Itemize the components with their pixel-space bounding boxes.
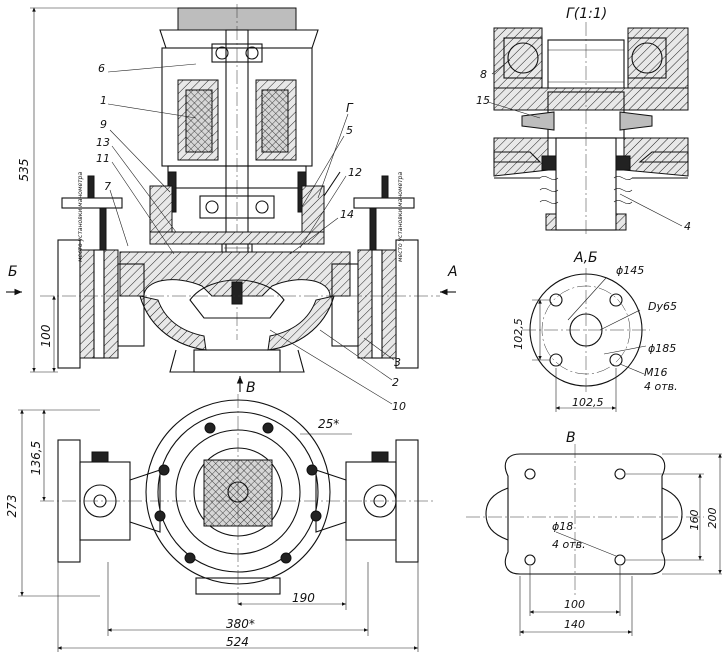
callout-7: 7 (104, 180, 111, 193)
dim-holes-ab: 4 отв. (644, 380, 678, 393)
view-arrow-v-label: В (246, 380, 256, 396)
base-view-v: В 160 200 100 140 ϕ18 4 отв. (466, 430, 722, 636)
view-arrow-b-label: Б (8, 264, 18, 280)
callout-2: 2 (392, 376, 399, 389)
callout-3: 3 (394, 356, 401, 369)
callout-13: 13 (96, 136, 110, 149)
dim-100-text: 100 (39, 324, 53, 347)
dim-102-5-h: 102,5 (572, 396, 604, 409)
callout-G: Г (346, 101, 354, 115)
front-section-view (40, 4, 440, 373)
dim-535-text: 535 (17, 159, 31, 182)
dim-102-5-v: 102,5 (512, 318, 525, 350)
gauge-label-right: место установки манометра (397, 172, 404, 262)
callout-1: 1 (100, 94, 107, 107)
dim-phi185: ϕ185 (648, 342, 676, 355)
plan-view (40, 394, 436, 604)
callout-4: 4 (684, 220, 691, 233)
dim-100-v-text: 100 (564, 598, 585, 611)
dim-200-text: 200 (706, 508, 719, 529)
callout-5: 5 (346, 124, 353, 137)
view-arrow-a: А (440, 264, 458, 296)
dim-273-text: 273 (5, 495, 19, 518)
gauge-label-left: место установки манометра (77, 172, 84, 262)
dim-holes-v: 4 отв. (552, 538, 586, 551)
section-ab-title: А,Б (573, 250, 598, 266)
dim-136-5-text: 136,5 (29, 441, 43, 475)
callout-8: 8 (480, 68, 487, 81)
dim-phi145: ϕ145 (616, 264, 644, 277)
dim-phi18: ϕ18 (552, 520, 573, 533)
callout-11: 11 (96, 152, 110, 165)
callouts: 6 1 9 13 11 7 5 Г 12 14 3 2 10 (96, 62, 406, 413)
dim-dy65: Dy65 (648, 300, 677, 313)
callout-14: 14 (340, 208, 354, 221)
section-g-detail: Г(1:1) 8 15 4 (476, 6, 691, 236)
dim-380-text: 380* (226, 617, 255, 631)
callout-9: 9 (100, 118, 107, 131)
dim-524-text: 524 (226, 635, 249, 649)
dim-535: 535 (17, 7, 178, 373)
callout-10: 10 (392, 400, 406, 413)
view-arrow-a-label: А (447, 264, 458, 280)
plan-dimensions: 273 136,5 25* 190 380* 524 (5, 409, 419, 652)
callout-6: 6 (98, 62, 105, 75)
flange-view-ab: А,Б 102,5 102,5 ϕ145 Dy65 ϕ185 M16 4 отв… (512, 250, 678, 412)
dim-100: 100 (39, 295, 56, 372)
callout-12: 12 (348, 166, 362, 179)
dim-m16: M16 (644, 366, 668, 379)
dim-190-text: 190 (292, 591, 315, 605)
view-v-title: В (566, 430, 576, 446)
view-arrow-b: Б (6, 264, 22, 296)
dim-160-text: 160 (688, 510, 701, 531)
view-arrow-v: В (236, 376, 256, 396)
dim-140-text: 140 (564, 618, 585, 631)
callout-15: 15 (476, 94, 490, 107)
section-g-title: Г(1:1) (566, 6, 607, 22)
dim-25-text: 25* (318, 417, 339, 431)
